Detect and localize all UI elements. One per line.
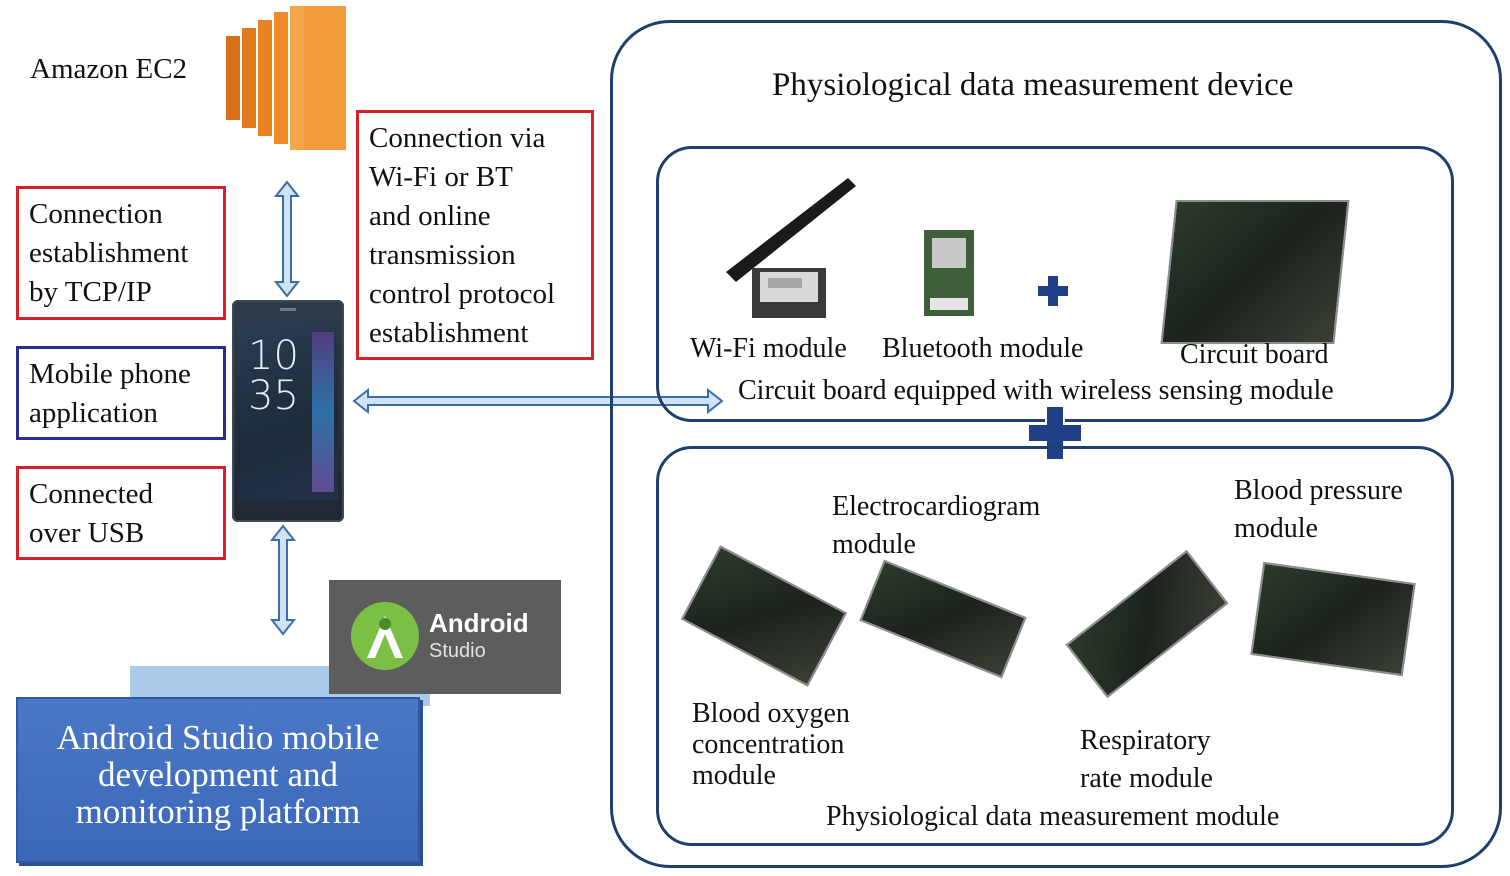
- spo2-label-line-1: Blood oxygen: [692, 698, 850, 729]
- bluetooth-module-label: Bluetooth module: [882, 333, 1084, 364]
- conn-line-3: and online: [369, 200, 491, 232]
- android-logo-title: Android: [429, 608, 529, 638]
- wifi-module-label: Wi-Fi module: [690, 333, 847, 364]
- ecg-label-line-2: module: [832, 529, 916, 560]
- phone-device-arrow: [352, 388, 724, 414]
- device-title: Physiological data measurement device: [772, 67, 1294, 103]
- spo2-module-label: Blood oxygen concentration module: [692, 698, 850, 791]
- usb-box: Connected over USB: [16, 466, 226, 560]
- measurement-panel-caption: Physiological data measurement module: [826, 801, 1280, 832]
- resp-label-line-1: Respiratory: [1080, 725, 1211, 756]
- phone-screen: 10 35: [238, 322, 338, 500]
- respiratory-module-label: Respiratory rate module: [1080, 722, 1213, 798]
- circuit-board-label: Circuit board: [1180, 339, 1329, 370]
- spo2-label-line-3: module: [692, 760, 776, 791]
- android-studio-logo: Android Studio: [329, 580, 561, 694]
- resp-label-line-2: rate module: [1080, 763, 1213, 794]
- amazon-ec2-icon: [226, 6, 346, 150]
- bp-label-line-1: Blood pressure: [1234, 475, 1403, 506]
- tcp-line-2: establishment: [29, 237, 189, 269]
- wireless-panel-caption: Circuit board equipped with wireless sen…: [738, 375, 1334, 406]
- phone-brand-mark: [280, 308, 296, 311]
- measurement-device-panel: [610, 20, 1502, 868]
- android-studio-platform: Android Studio mobile development and mo…: [16, 697, 420, 863]
- android-studio-icon: [351, 602, 419, 670]
- amazon-ec2-label: Amazon EC2: [30, 53, 188, 85]
- usb-line-2: over USB: [29, 517, 145, 549]
- clock-hour: 10: [248, 333, 299, 379]
- smartphone: 10 35: [232, 300, 344, 522]
- usb-line-1: Connected: [29, 478, 154, 510]
- conn-line-1: Connection via: [369, 122, 546, 154]
- ecg-label-line-1: Electrocardiogram: [832, 491, 1041, 522]
- clock-minute: 35: [248, 373, 299, 419]
- measurement-module-panel: [656, 446, 1454, 846]
- tcp-ip-box: Connection establishment by TCP/IP: [16, 186, 226, 320]
- circuit-board-image: [1160, 200, 1350, 344]
- conn-line-5: control protocol: [369, 278, 556, 310]
- conn-line-4: transmission: [369, 239, 516, 271]
- spo2-label-line-2: concentration: [692, 729, 845, 760]
- tcp-line-3: by TCP/IP: [29, 276, 152, 308]
- conn-line-2: Wi-Fi or BT: [369, 161, 513, 193]
- phone-clock: 10 35: [248, 336, 299, 416]
- platform-line-3: monitoring platform: [75, 792, 361, 831]
- conn-line-6: establishment: [369, 317, 529, 349]
- small-plus-icon: [1038, 276, 1068, 306]
- app-line-1: Mobile phone: [29, 358, 191, 390]
- app-line-2: application: [29, 397, 158, 429]
- wifi-module-image: [726, 178, 856, 318]
- large-plus-icon: [1027, 405, 1083, 461]
- bluetooth-module-image: [924, 230, 974, 316]
- connection-protocol-box: Connection via Wi-Fi or BT and online tr…: [356, 110, 594, 360]
- ec2-phone-arrow: [274, 180, 300, 298]
- bp-label-line-2: module: [1234, 513, 1318, 544]
- bp-module-label: Blood pressure module: [1234, 472, 1403, 548]
- platform-line-1: Android Studio mobile: [56, 718, 380, 757]
- mobile-app-box: Mobile phone application: [16, 346, 226, 440]
- platform-line-2: development and: [97, 755, 339, 794]
- tcp-line-1: Connection: [29, 198, 163, 230]
- android-logo-subtitle: Studio: [429, 640, 486, 662]
- phone-wallpaper: [312, 332, 334, 492]
- phone-platform-arrow: [270, 524, 296, 636]
- ecg-module-label: Electrocardiogram module: [832, 488, 1040, 564]
